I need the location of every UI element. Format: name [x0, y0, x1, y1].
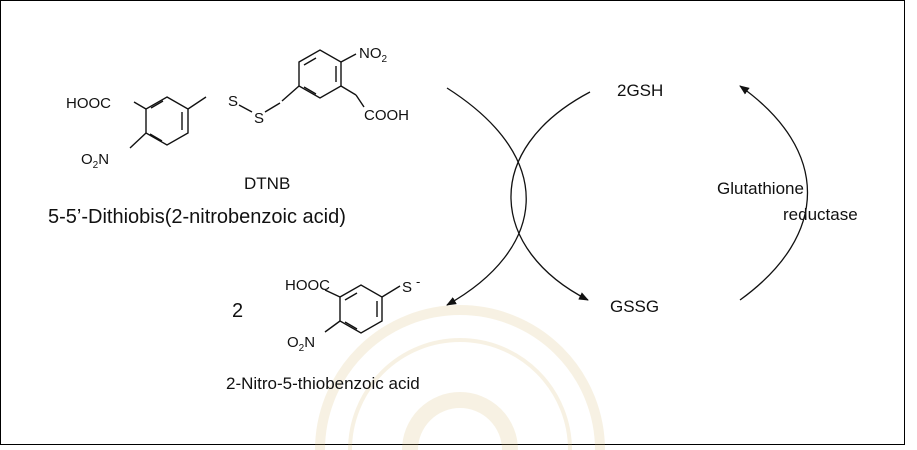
dtnb-sulfur-right: S — [254, 110, 265, 127]
diagram-frame — [0, 0, 905, 445]
enzyme-label-line1: Glutathione — [717, 179, 804, 198]
dtnb-cooh-label: COOH — [364, 107, 409, 124]
dtnb-left-nitro-label: O2N — [81, 151, 110, 171]
reductase-arrow — [739, 85, 809, 301]
gsh-to-gssg-arrow — [510, 91, 591, 301]
tnb-nitro-label: O2N — [287, 334, 316, 354]
gsh-label: 2GSH — [617, 81, 664, 100]
dtnb-right-nitro-label: NO2 — [359, 45, 388, 65]
tnb-thiolate-label: S- — [402, 274, 421, 296]
dtnb-abbrev: DTNB — [244, 174, 291, 193]
dtnb-right-ring — [281, 49, 365, 108]
dtnb-left-ring — [129, 96, 207, 149]
disulfide-bridge — [238, 102, 281, 113]
dtnb-hooc-label: HOOC — [66, 95, 111, 112]
enzyme-label-line2: reductase — [783, 205, 858, 224]
tnb-name: 2-Nitro-5-thiobenzoic acid — [226, 374, 420, 393]
tnb-ring — [324, 284, 401, 334]
tnb-coefficient: 2 — [232, 300, 244, 322]
dtnb-to-tnb-arrow — [446, 87, 527, 306]
dtnb-full-name: 5-5’-Dithiobis(2-nitrobenzoic acid) — [48, 206, 346, 228]
dtnb-sulfur-left: S — [228, 93, 239, 110]
tnb-hooc-label: HOOC — [285, 277, 330, 294]
gssg-label: GSSG — [610, 297, 660, 316]
